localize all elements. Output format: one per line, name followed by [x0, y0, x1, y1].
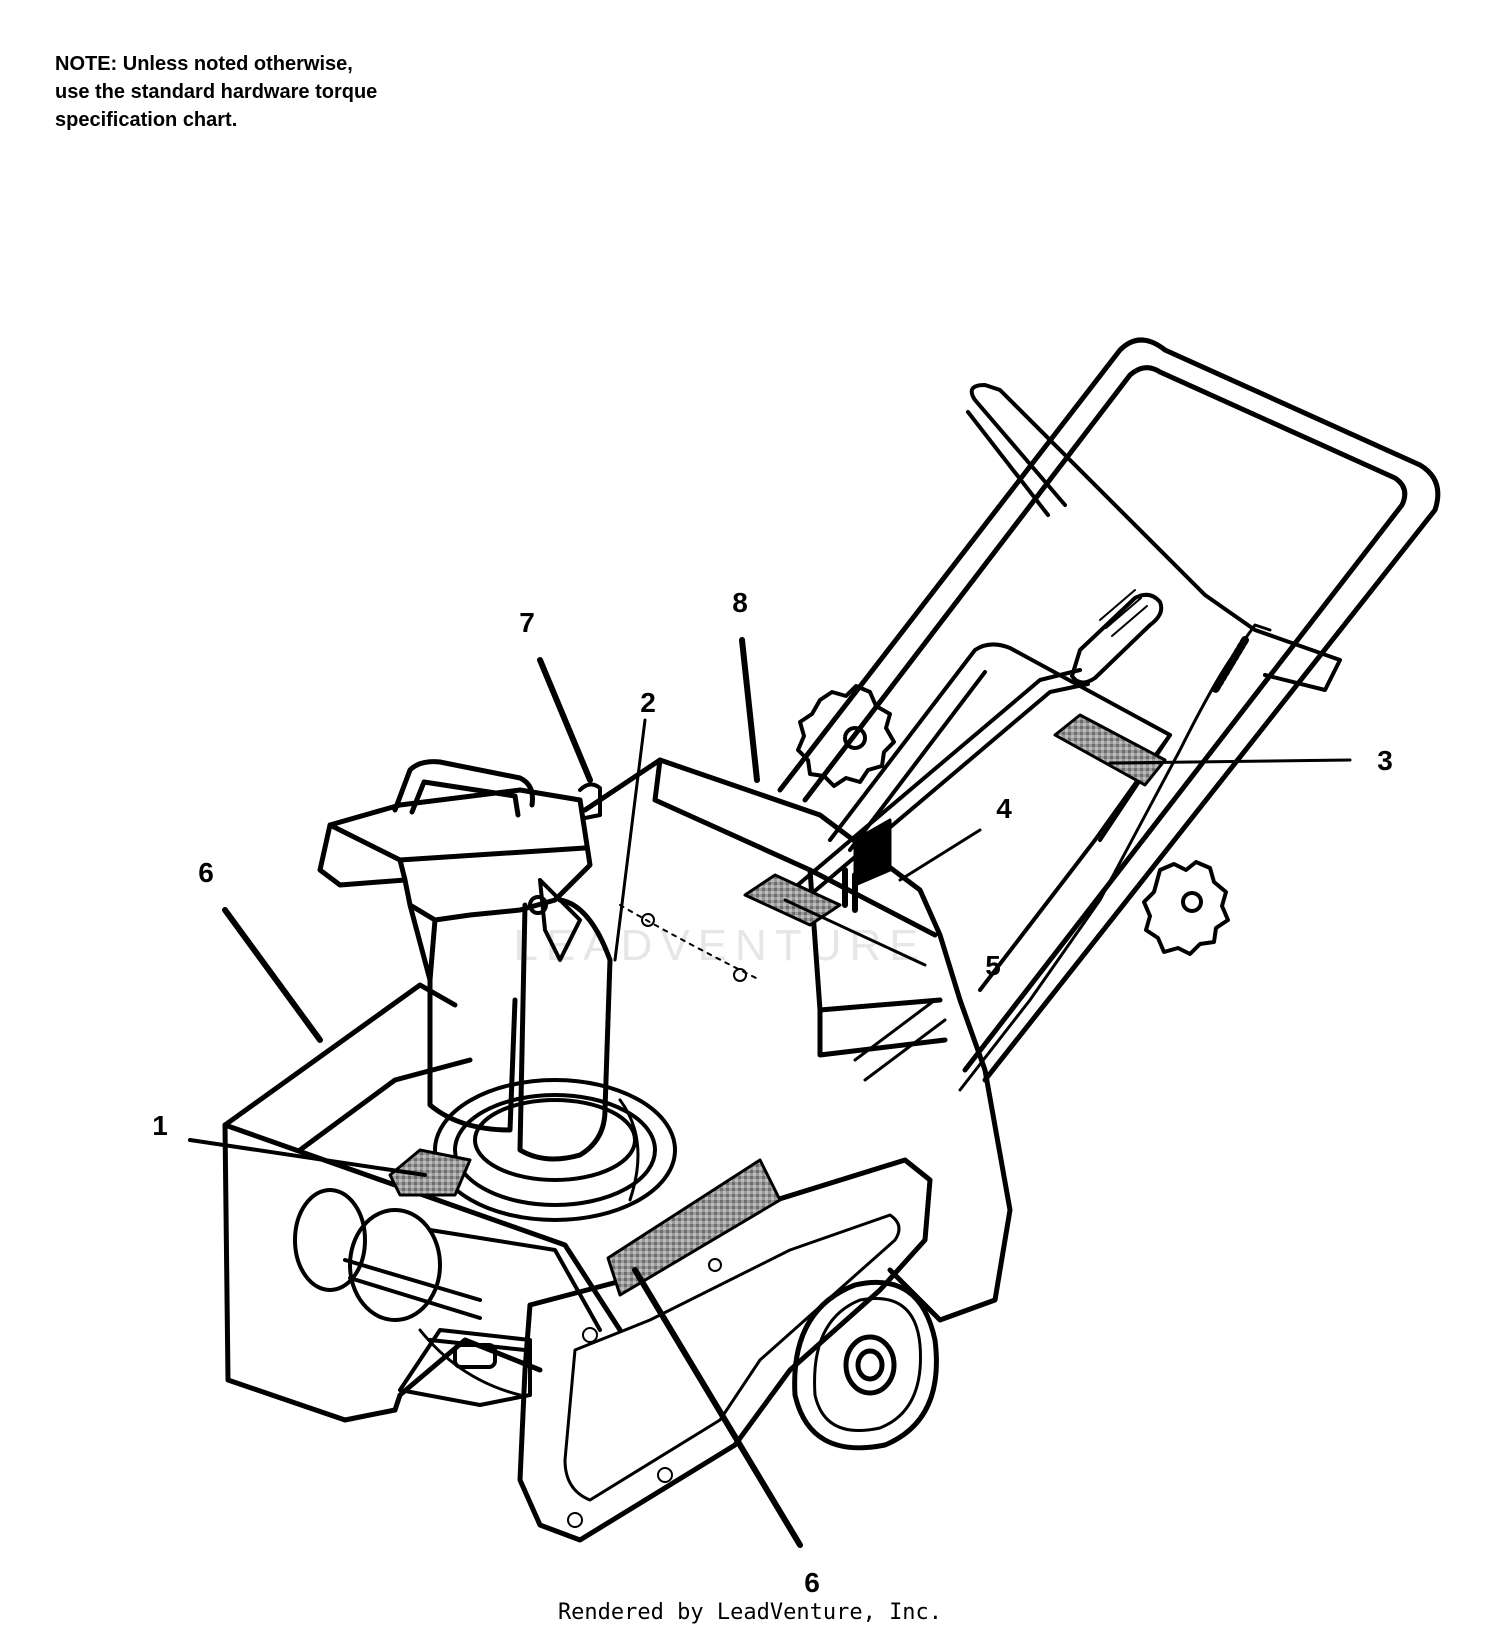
leader-8	[739, 637, 760, 783]
scraper-bar	[398, 1328, 532, 1407]
decal-5	[743, 873, 842, 927]
callout-3: 3	[1377, 745, 1393, 776]
decal-1	[388, 1148, 472, 1197]
control-cable	[958, 623, 1272, 1092]
auger-housing	[222, 982, 623, 1423]
callout-5: 5	[985, 950, 1001, 981]
callout-6-top: 6	[198, 857, 214, 888]
leader-7	[537, 657, 593, 783]
callout-8: 8	[732, 587, 748, 618]
leader-6-top	[222, 907, 323, 1043]
leader-3	[1108, 758, 1352, 765]
leader-4	[898, 828, 982, 882]
torque-note: NOTE: Unless noted otherwise, use the st…	[55, 50, 377, 134]
callout-1: 1	[152, 1110, 168, 1141]
upper-handle	[777, 337, 1441, 1083]
deflector-crank	[528, 782, 602, 962]
decal-3	[1053, 713, 1167, 787]
engine-shroud	[582, 757, 1013, 1323]
auger-hub	[433, 1078, 677, 1222]
discharge-chute	[317, 759, 613, 1162]
callout-2: 2	[640, 687, 656, 718]
footer-credit: Rendered by LeadVenture, Inc.	[557, 1600, 943, 1625]
leader-1	[188, 1138, 427, 1177]
leader-lines	[188, 637, 1352, 1548]
bail-control-wire	[966, 383, 1342, 692]
note-line-3: specification chart.	[55, 109, 238, 131]
handle-knob-left	[796, 684, 896, 788]
handle-knob-right	[1142, 860, 1230, 956]
note-line-1: NOTE: Unless noted otherwise,	[55, 53, 353, 75]
callout-7: 7	[519, 607, 535, 638]
leader-6-bottom	[632, 1267, 803, 1548]
callout-6-bottom: 6	[804, 1567, 820, 1598]
leader-5	[783, 898, 927, 967]
note-line-2: use the standard hardware torque	[55, 81, 378, 103]
leader-2	[613, 718, 647, 962]
decal-6-side	[606, 1158, 782, 1297]
decal-4-plate	[853, 818, 892, 887]
auger-rotor	[293, 1188, 602, 1397]
callout-4: 4	[996, 793, 1012, 824]
wheel	[792, 1279, 939, 1451]
